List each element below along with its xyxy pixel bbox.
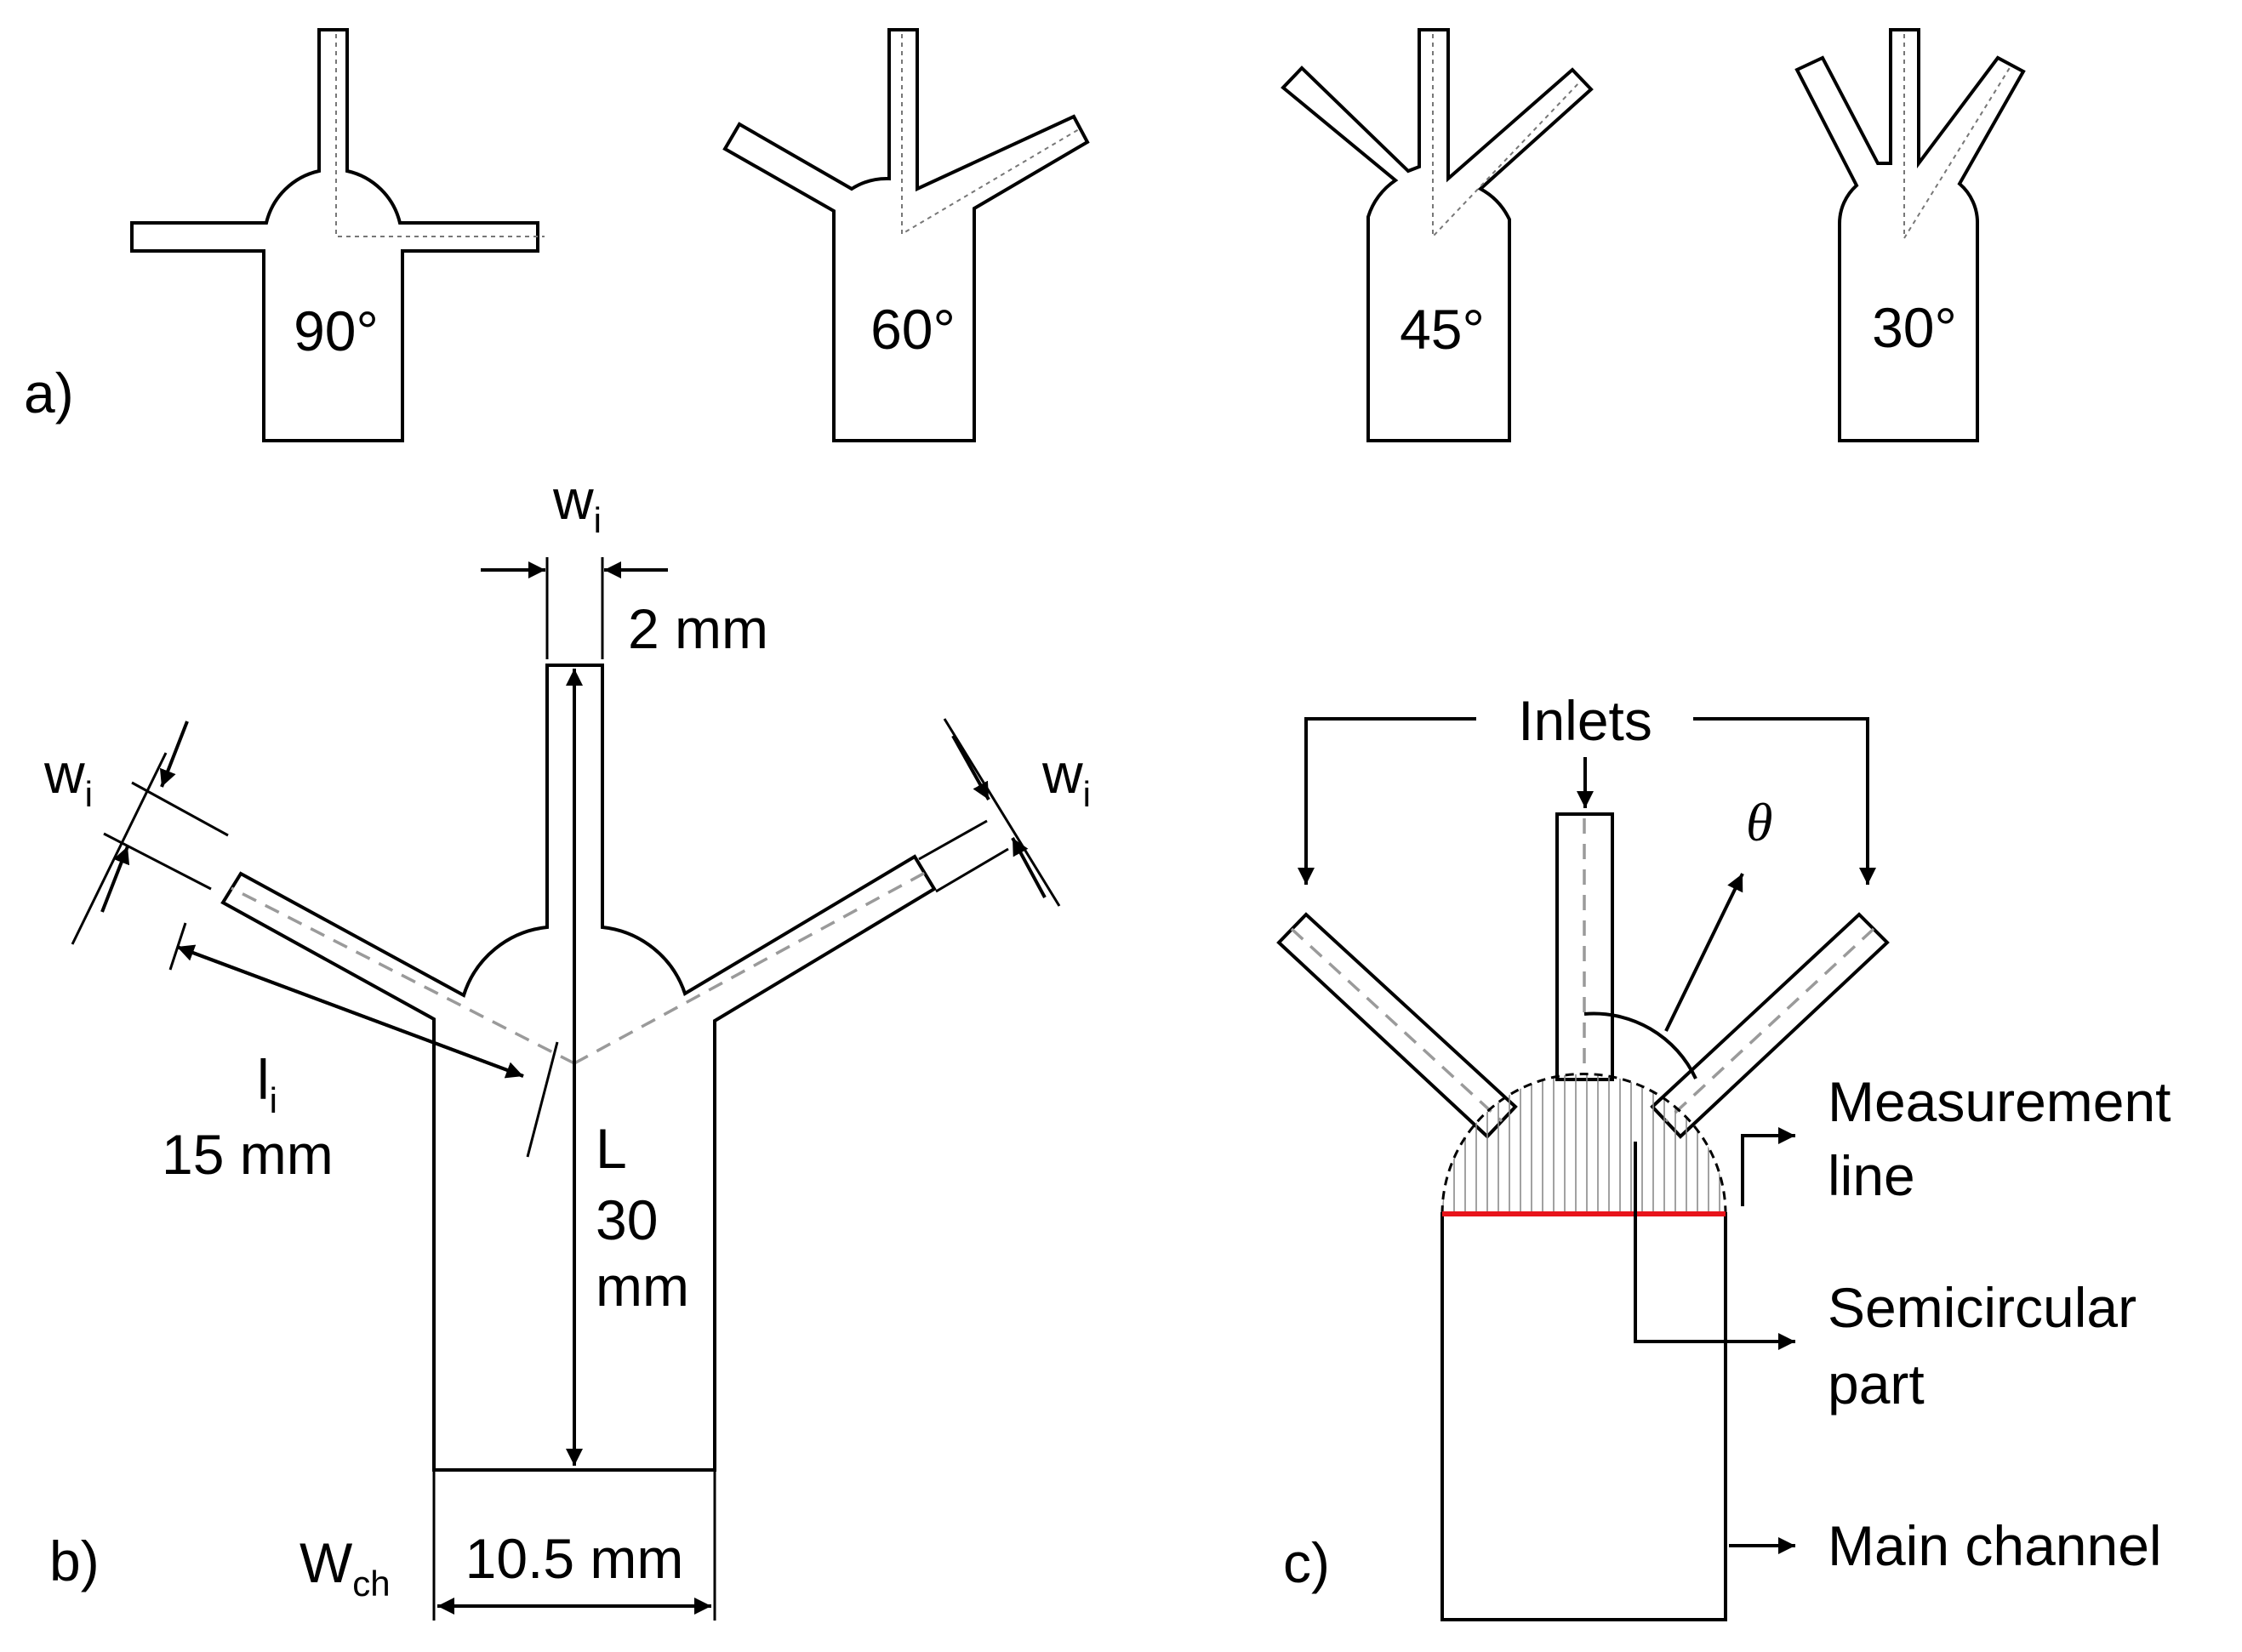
mixer-45-outline — [1281, 28, 1594, 442]
panel-b: b) wi 2 mm wi — [43, 468, 1091, 1621]
mixer-b-outline — [220, 664, 937, 1472]
panel-b-label: b) — [49, 1530, 100, 1592]
mixer-30-angle-guide — [1903, 34, 2011, 242]
mixer-30-outline — [1794, 28, 2026, 442]
mixer-90-angle-label: 90° — [294, 299, 379, 362]
main-channel-rect — [1440, 1212, 1727, 1621]
mixer-60deg: 60° — [722, 28, 1090, 442]
wi-value: 2 mm — [628, 597, 768, 660]
dimension-L: L 30 mm — [566, 669, 689, 1466]
mixer-45-angle-label: 45° — [1400, 298, 1485, 361]
main-channel-label: Main channel — [1828, 1514, 2162, 1577]
L-value-line1: 30 — [596, 1188, 658, 1251]
inlets-label: Inlets — [1518, 689, 1652, 752]
dimension-wch: 10.5 mm Wch — [300, 1470, 716, 1621]
measurement-label-line2: line — [1828, 1144, 1915, 1207]
inlets-arrow-right — [1693, 717, 1876, 885]
dimension-wi-left: wi — [43, 721, 229, 945]
mixer-60-outline — [722, 28, 1090, 442]
mixer-45deg: 45° — [1281, 28, 1594, 442]
panel-a-label: a) — [24, 362, 74, 424]
inlet-left-centerline — [1290, 927, 1503, 1123]
mixer-60-angle-guide — [901, 34, 1080, 236]
semicircular-label-line2: part — [1828, 1353, 1925, 1416]
theta-symbol: θ — [1746, 792, 1772, 852]
mixer-90-angle-guide — [335, 34, 545, 237]
mixer-90-outline — [130, 28, 539, 442]
inlets-arrow-left — [1298, 717, 1476, 885]
mixer-30-angle-label: 30° — [1872, 296, 1957, 359]
L-value-line2: mm — [596, 1255, 689, 1318]
panel-c-label: c) — [1283, 1531, 1330, 1594]
wi-right-symbol: wi — [1041, 742, 1091, 814]
L-symbol: L — [596, 1117, 627, 1180]
theta-arrow — [1664, 873, 1744, 1032]
semicircular-callout — [1634, 1142, 1795, 1350]
mixer-60-angle-label: 60° — [870, 298, 956, 361]
wi-top-symbol: wi — [552, 468, 602, 540]
measurement-line-callout — [1741, 1127, 1795, 1206]
mixer-90deg: 90° — [130, 28, 545, 442]
wi-left-symbol: wi — [43, 742, 93, 814]
semicircular-label-line1: Semicircular — [1828, 1276, 2136, 1339]
dimension-wi-top: wi 2 mm — [481, 468, 768, 660]
semicircular-part — [1440, 1073, 1727, 1216]
li-value: 15 mm — [162, 1123, 334, 1186]
mixer-b-centerline-right — [573, 871, 926, 1065]
panel-c: c) θ Inlets Measurement line Semicircula… — [1276, 689, 2171, 1621]
mixer-b-centerline-left — [231, 886, 575, 1065]
mixer-30deg: 30° — [1794, 28, 2026, 442]
wch-symbol: Wch — [300, 1531, 391, 1604]
wch-value: 10.5 mm — [465, 1527, 684, 1590]
li-symbol: li — [257, 1048, 277, 1120]
dimension-wi-right: wi — [918, 718, 1091, 907]
inlet-right-centerline — [1664, 927, 1875, 1123]
panel-a: a) 90° 60° 45° 30° — [24, 28, 2026, 442]
measurement-label-line1: Measurement — [1828, 1070, 2171, 1133]
dimension-li: li 15 mm — [162, 922, 559, 1186]
theta-arc — [1583, 1011, 1697, 1079]
